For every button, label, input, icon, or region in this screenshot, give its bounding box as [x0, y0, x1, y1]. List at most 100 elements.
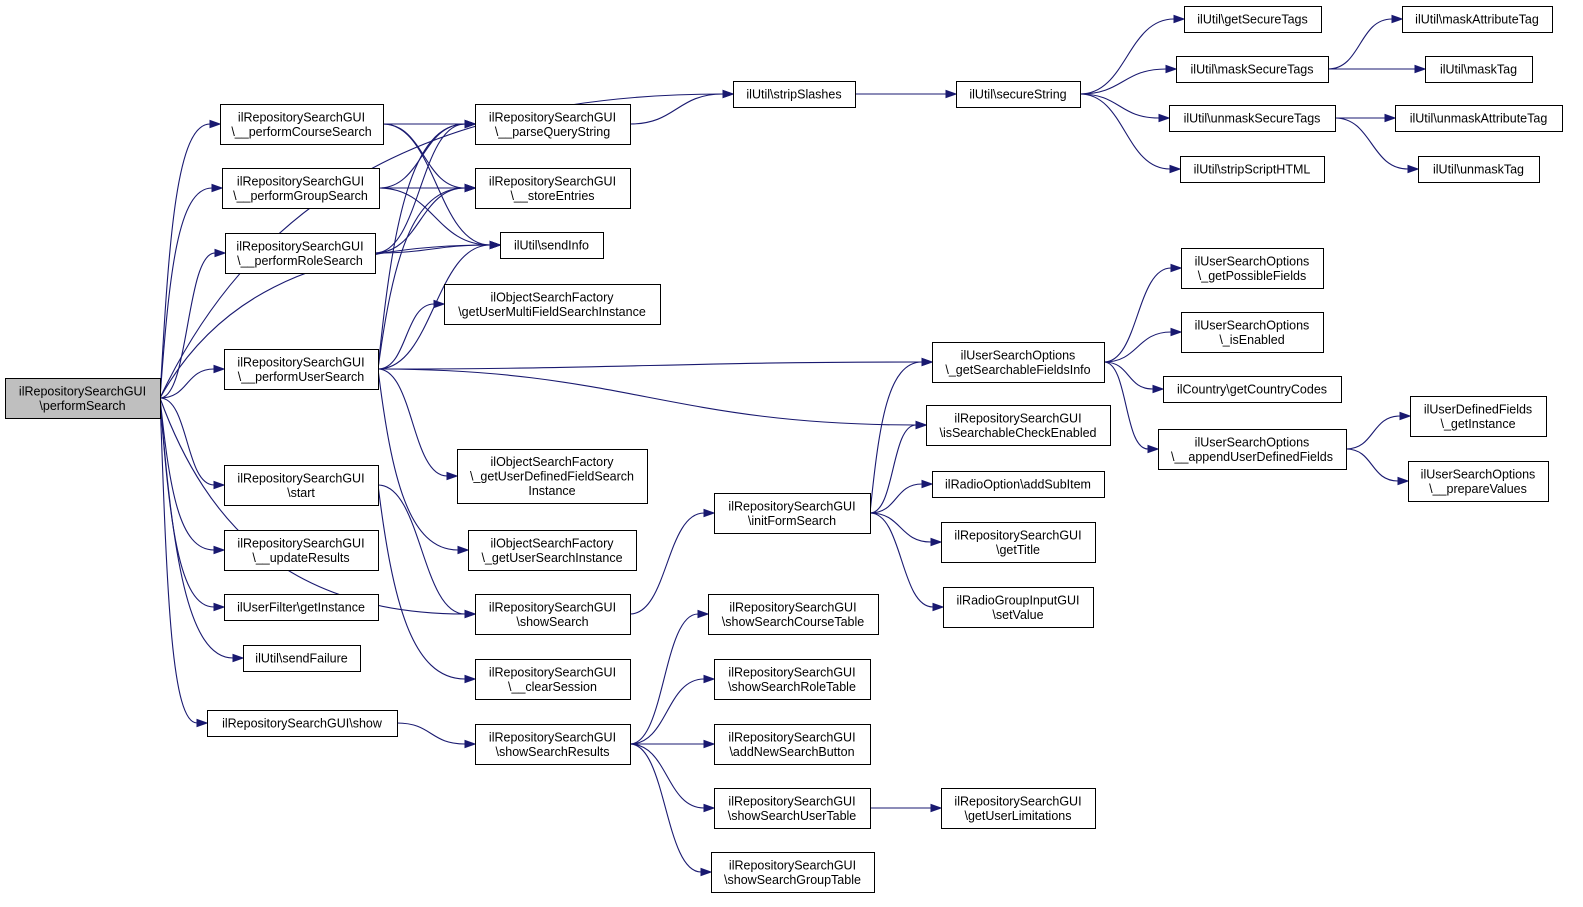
- node-setValue[interactable]: ilRadioGroupInputGUI\setValue: [943, 587, 1094, 628]
- node-getUserLimitations[interactable]: ilRepositorySearchGUI\getUserLimitations: [941, 788, 1096, 829]
- node-unmaskSecureTags[interactable]: ilUtil\unmaskSecureTags: [1169, 105, 1336, 132]
- node-performGroupSearch[interactable]: ilRepositorySearchGUI\__performGroupSear…: [222, 168, 380, 209]
- edge-start-to-showSearch: [377, 484, 477, 619]
- node-label-line: ilRepositorySearchGUI: [489, 665, 616, 679]
- node-box: [714, 493, 871, 534]
- node-label-line: ilRepositorySearchGUI: [237, 536, 364, 550]
- node-showSearch[interactable]: ilRepositorySearchGUI\showSearch: [475, 594, 631, 635]
- node-getUserDefinedFieldSearchInstance[interactable]: ilObjectSearchFactory\_getUserDefinedFie…: [457, 449, 648, 504]
- node-secureString[interactable]: ilUtil\secureString: [956, 81, 1081, 108]
- edge-arrowhead: [213, 480, 226, 490]
- node-box: [956, 81, 1081, 108]
- node-label-line: ilUtil\secureString: [969, 88, 1066, 102]
- edge-unmaskSecureTags-to-unmaskAttributeTag: [1335, 113, 1397, 123]
- node-label-line: \_getSearchableFieldsInfo: [945, 363, 1090, 377]
- edge-initFormSearch-to-getTitle: [869, 512, 943, 547]
- node-showSearchCourseTable[interactable]: ilRepositorySearchGUI\showSearchCourseTa…: [708, 594, 879, 635]
- node-box: [1181, 312, 1324, 353]
- node-getUserSearchInstance[interactable]: ilObjectSearchFactory\_getUserSearchInst…: [468, 530, 637, 571]
- node-show[interactable]: ilRepositorySearchGUI\show: [207, 710, 398, 737]
- node-label-line: ilUtil\unmaskSecureTags: [1184, 112, 1321, 126]
- edge-line: [159, 187, 213, 399]
- edge-arrowhead: [1397, 476, 1410, 486]
- node-stripScriptHTML[interactable]: ilUtil\stripScriptHTML: [1180, 156, 1325, 183]
- node-initFormSearch[interactable]: ilRepositorySearchGUI\initFormSearch: [714, 493, 871, 534]
- node-unmaskAttributeTag[interactable]: ilUtil\unmaskAttributeTag: [1395, 105, 1563, 132]
- node-showSearchResults[interactable]: ilRepositorySearchGUI\showSearchResults: [475, 724, 631, 765]
- node-getCountryCodes[interactable]: ilCountry\getCountryCodes: [1163, 376, 1342, 403]
- node-getSearchableFieldsInfo[interactable]: ilUserSearchOptions\_getSearchableFields…: [932, 342, 1105, 383]
- node-box: [1418, 156, 1540, 183]
- node-performRoleSearch[interactable]: ilRepositorySearchGUI\__performRoleSearc…: [225, 233, 376, 274]
- node-userFilterGetInstance[interactable]: ilUserFilter\getInstance: [224, 594, 379, 621]
- node-prepareValues[interactable]: ilUserSearchOptions\__prepareValues: [1408, 461, 1549, 502]
- node-maskAttributeTag[interactable]: ilUtil\maskAttributeTag: [1402, 6, 1553, 33]
- node-showSearchRoleTable[interactable]: ilRepositorySearchGUI\showSearchRoleTabl…: [714, 659, 871, 700]
- edge-getSearchableFieldsInfo-to-isEnabled: [1103, 327, 1183, 363]
- node-sendInfo[interactable]: ilUtil\sendInfo: [500, 232, 604, 259]
- edge-arrowhead: [213, 602, 226, 612]
- node-sendFailure[interactable]: ilUtil\sendFailure: [243, 645, 361, 672]
- edge-line: [374, 187, 466, 254]
- node-getSecureTags[interactable]: ilUtil\getSecureTags: [1184, 6, 1322, 33]
- edge-performUserSearch-to-getUserMultiFieldSearchInstance: [377, 299, 446, 370]
- node-getPossibleFields[interactable]: ilUserSearchOptions\_getPossibleFields: [1181, 248, 1324, 289]
- node-maskTag[interactable]: ilUtil\maskTag: [1425, 56, 1533, 83]
- node-addSubItem[interactable]: ilRadioOption\addSubItem: [932, 471, 1105, 498]
- edge-line: [377, 303, 435, 370]
- edge-arrowhead: [232, 653, 245, 663]
- edge-secureString-to-unmaskSecureTags: [1079, 93, 1171, 123]
- node-label-line: ilUtil\maskSecureTags: [1191, 63, 1314, 77]
- node-storeEntries[interactable]: ilRepositorySearchGUI\__storeEntries: [475, 168, 631, 209]
- node-performSearch[interactable]: ilRepositorySearchGUI\performSearch: [5, 378, 161, 419]
- node-getUserMultiFieldSearchInstance[interactable]: ilObjectSearchFactory\getUserMultiFieldS…: [444, 284, 661, 325]
- node-appendUserDefinedFields[interactable]: ilUserSearchOptions\__appendUserDefinedF…: [1158, 429, 1347, 470]
- node-label-line: ilUserSearchOptions: [1421, 467, 1536, 481]
- edge-getSearchableFieldsInfo-to-getPossibleFields: [1103, 263, 1183, 363]
- node-unmaskTag[interactable]: ilUtil\unmaskTag: [1418, 156, 1540, 183]
- edge-arrowhead: [703, 674, 716, 684]
- node-label-line: \__appendUserDefinedFields: [1171, 450, 1333, 464]
- node-stripSlashes[interactable]: ilUtil\stripSlashes: [733, 81, 856, 108]
- node-box: [1425, 56, 1533, 83]
- node-isSearchableCheckEnabled[interactable]: ilRepositorySearchGUI\isSearchableCheckE…: [926, 405, 1111, 446]
- edge-line: [869, 424, 917, 514]
- edge-show-to-showSearchResults: [396, 722, 477, 749]
- node-updateResults[interactable]: ilRepositorySearchGUI\__updateResults: [224, 530, 379, 571]
- node-start[interactable]: ilRepositorySearchGUI\start: [224, 465, 379, 506]
- node-label-line: ilRepositorySearchGUI: [237, 174, 364, 188]
- node-addNewSearchButton[interactable]: ilRepositorySearchGUI\addNewSearchButton: [714, 724, 871, 765]
- edge-arrowhead: [464, 609, 477, 619]
- edge-performSearch-to-updateResults: [159, 397, 226, 555]
- node-showSearchUserTable[interactable]: ilRepositorySearchGUI\showSearchUserTabl…: [714, 788, 871, 829]
- node-isEnabled[interactable]: ilUserSearchOptions\_isEnabled: [1181, 312, 1324, 353]
- node-performUserSearch[interactable]: ilRepositorySearchGUI\__performUserSearc…: [224, 349, 379, 390]
- edge-start-to-clearSession: [377, 484, 477, 684]
- node-label-line: ilRepositorySearchGUI: [729, 600, 856, 614]
- node-label-line: \isSearchableCheckEnabled: [939, 426, 1096, 440]
- edge-performUserSearch-to-parseQueryString: [377, 119, 477, 370]
- node-showSearchGroupTable[interactable]: ilRepositorySearchGUI\showSearchGroupTab…: [711, 852, 875, 893]
- node-label-line: ilRepositorySearchGUI: [728, 794, 855, 808]
- node-performCourseSearch[interactable]: ilRepositorySearchGUI\__performCourseSea…: [220, 104, 384, 145]
- node-clearSession[interactable]: ilRepositorySearchGUI\__clearSession: [475, 659, 631, 700]
- edge-maskSecureTags-to-maskAttributeTag: [1327, 14, 1404, 70]
- edge-line: [159, 397, 215, 486]
- node-udfGetInstance[interactable]: ilUserDefinedFields\_getInstance: [1410, 396, 1547, 437]
- node-box: [468, 530, 637, 571]
- node-label-line: ilRepositorySearchGUI: [237, 355, 364, 369]
- edge-appendUserDefinedFields-to-prepareValues: [1345, 448, 1410, 486]
- node-getTitle[interactable]: ilRepositorySearchGUI\getTitle: [941, 522, 1096, 563]
- node-parseQueryString[interactable]: ilRepositorySearchGUI\__parseQueryString: [475, 104, 631, 145]
- edge-secureString-to-stripScriptHTML: [1079, 93, 1182, 174]
- node-label-line: \__prepareValues: [1429, 482, 1527, 496]
- node-label-line: \_getInstance: [1440, 417, 1515, 431]
- node-box: [5, 378, 161, 419]
- edge-showSearchResults-to-showSearchCourseTable: [629, 609, 710, 745]
- edge-performUserSearch-to-getSearchableFieldsInfo: [377, 357, 934, 370]
- node-maskSecureTags[interactable]: ilUtil\maskSecureTags: [1176, 56, 1329, 83]
- edge-arrowhead: [1391, 14, 1404, 24]
- edge-line: [377, 368, 917, 426]
- node-box: [207, 710, 398, 737]
- edge-arrowhead: [1170, 327, 1183, 337]
